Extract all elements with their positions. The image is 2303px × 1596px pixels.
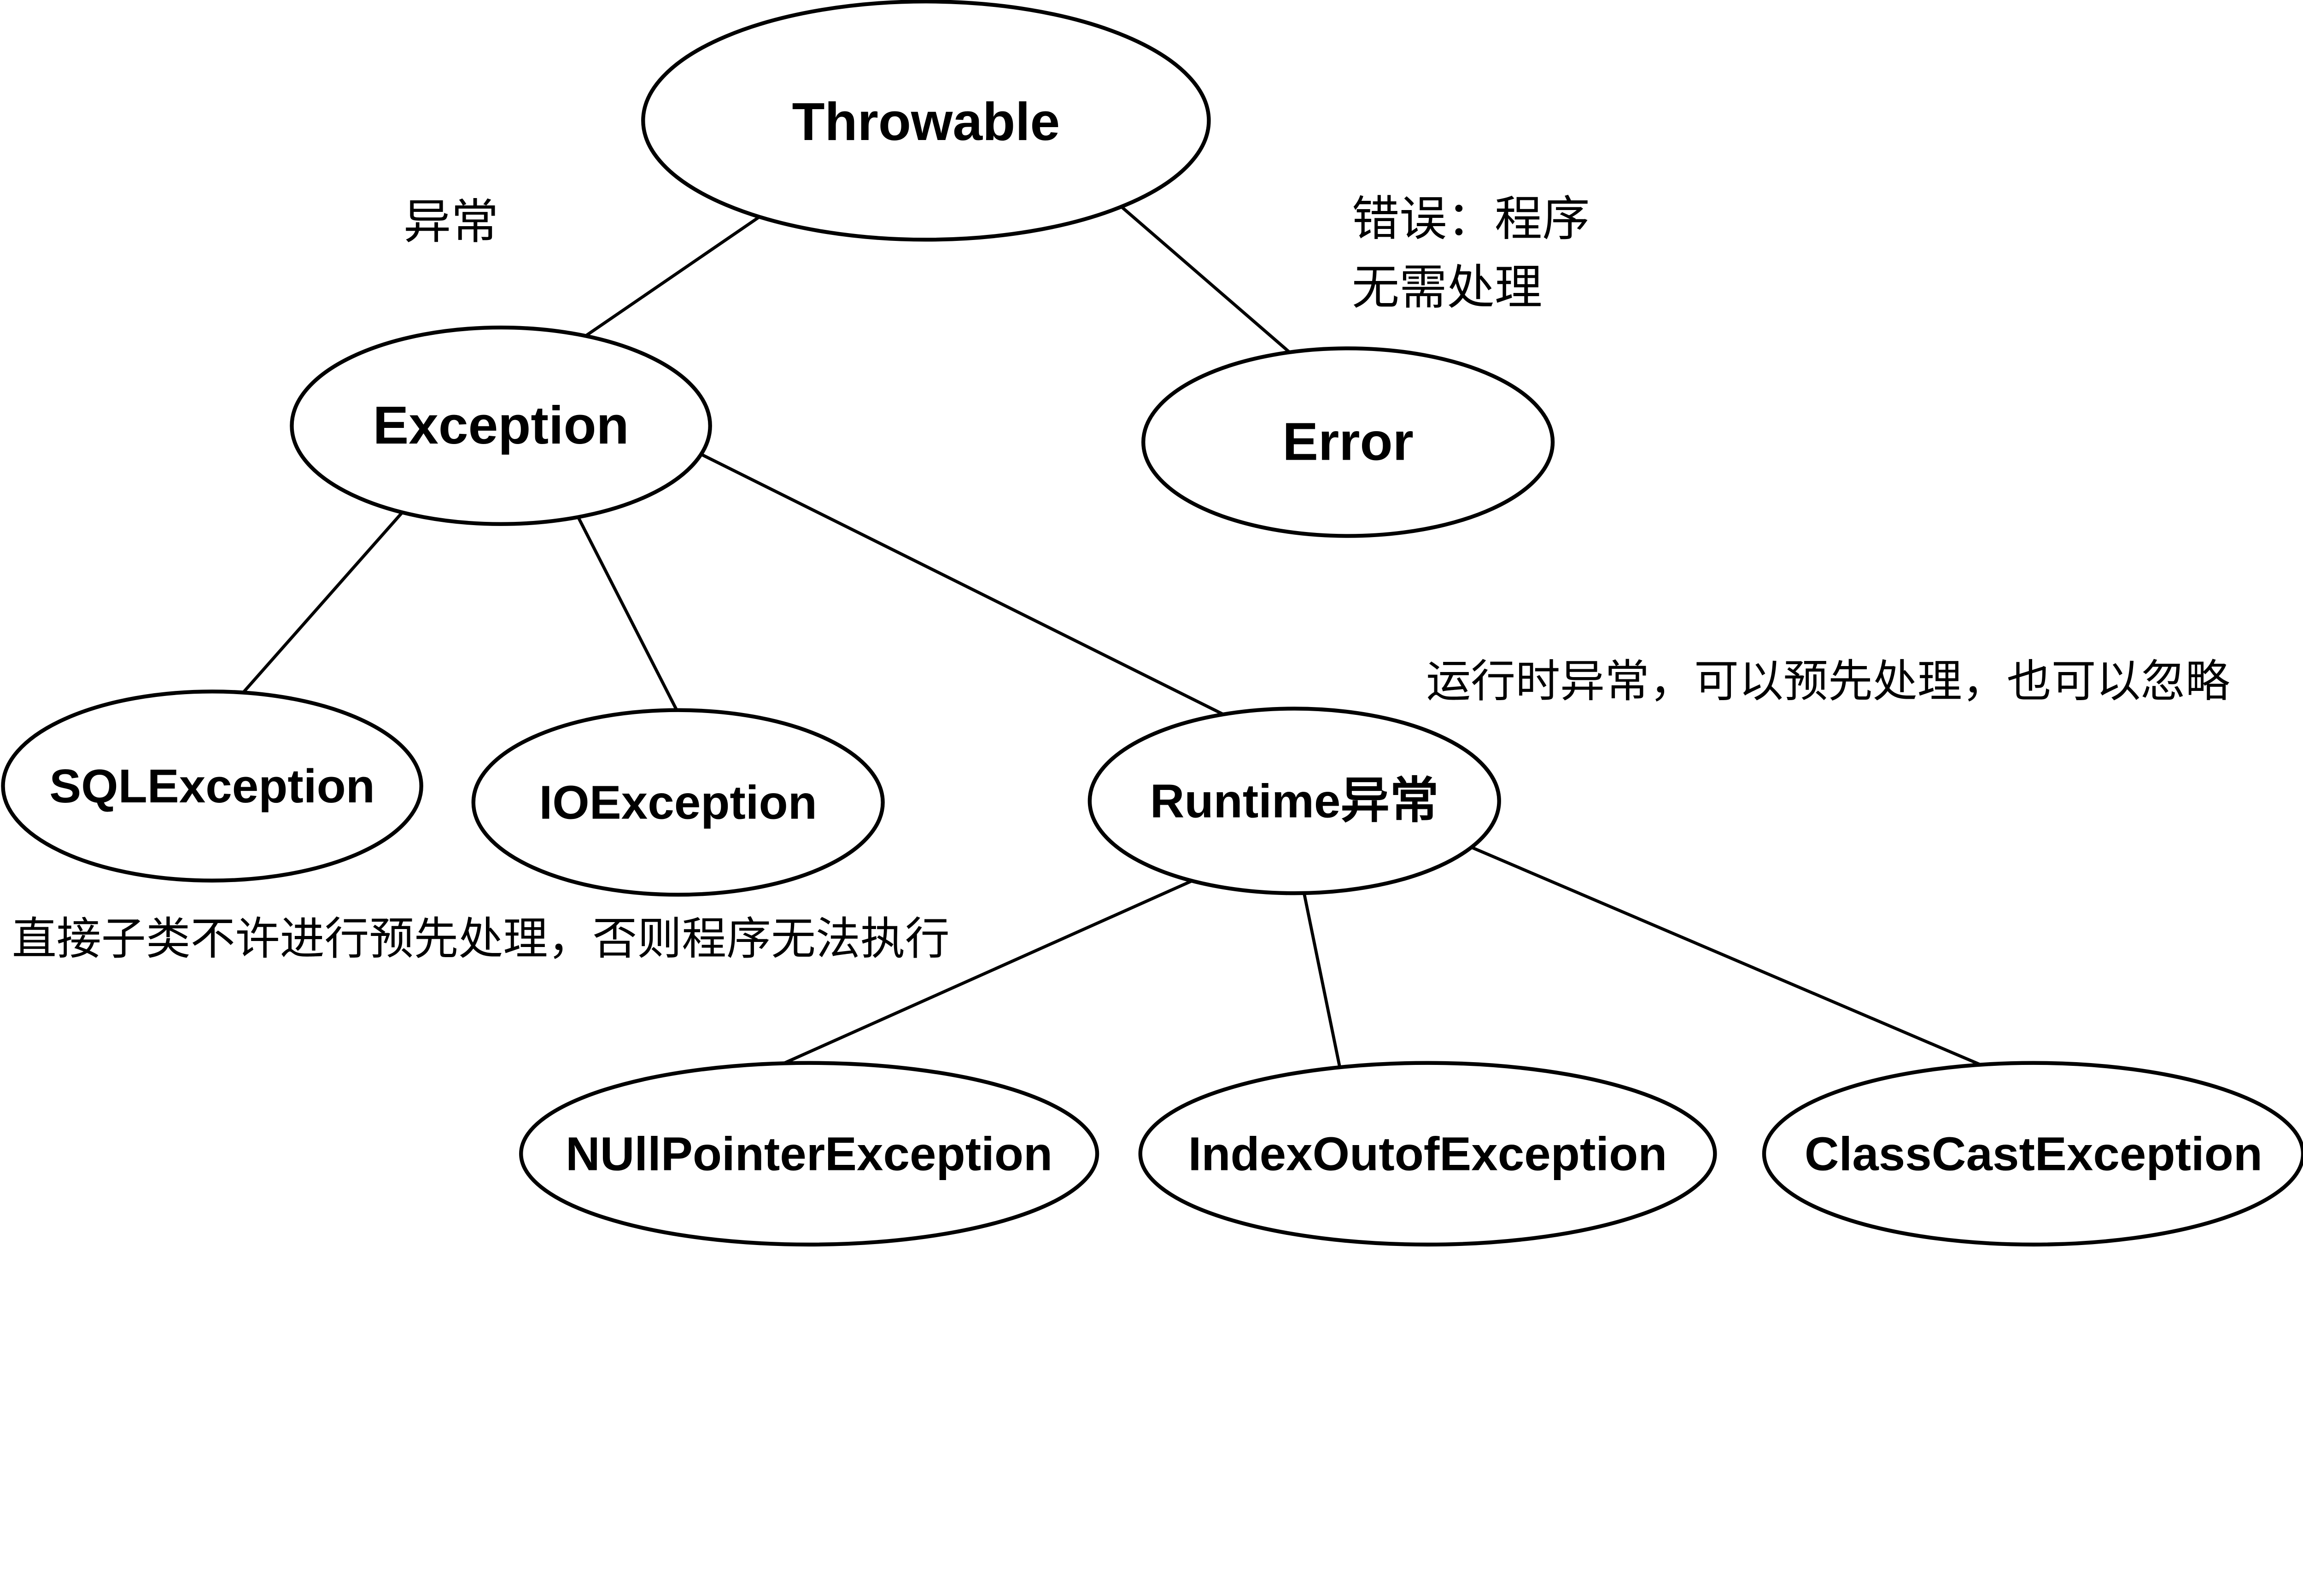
node-indexoutof-label: IndexOutofException — [1188, 1127, 1667, 1180]
node-sqlexception-ellipse — [1, 690, 423, 883]
edge-exception-ioexception — [559, 481, 691, 737]
edge-exception-sqlexception — [218, 491, 422, 720]
edge-throwable-error — [1103, 190, 1319, 378]
node-labels: Throwable Exception Error SQLException I… — [49, 92, 2262, 1181]
annotations: 异常 错误：程序 无需处理 运行时异常，可以预先处理，也可以忽略 直接子类不许进… — [12, 193, 2230, 964]
node-indexoutof-ellipse — [1138, 1061, 1717, 1247]
node-ioexception-label: IOException — [539, 776, 817, 829]
node-error-label: Error — [1282, 412, 1414, 472]
node-nullpointer-ellipse — [519, 1061, 1099, 1247]
node-error-ellipse — [1141, 346, 1555, 538]
node-runtime-ellipse — [1087, 707, 1501, 895]
annotation-error-branch-line1: 错误：程序 — [1352, 193, 1590, 246]
node-throwable-ellipse — [641, 0, 1211, 242]
node-runtime-label: Runtime异常 — [1150, 774, 1439, 828]
node-sqlexception-label: SQLException — [49, 759, 375, 813]
node-throwable-label: Throwable — [792, 92, 1060, 152]
annotation-error-branch-line2: 无需处理 — [1352, 262, 1543, 314]
annotation-runtime-note: 运行时异常，可以预先处理，也可以忽略 — [1426, 656, 2230, 707]
node-classcast-label: ClassCastException — [1805, 1127, 2262, 1180]
exception-hierarchy-diagram: Throwable Exception Error SQLException I… — [1, 0, 2303, 1247]
node-runtime-label-en: Runtime — [1150, 774, 1341, 827]
edges — [218, 190, 2008, 1097]
node-runtime-label-zh: 异常 — [1340, 774, 1438, 828]
edge-runtime-nullpointer — [756, 871, 1212, 1077]
edge-exception-runtime — [678, 441, 1251, 730]
edge-throwable-exception — [554, 200, 783, 358]
annotation-checked-note: 直接子类不许进行预先处理，否则程序无法执行 — [12, 914, 950, 964]
node-exception-ellipse — [290, 325, 712, 526]
node-exception-label: Exception — [373, 395, 629, 455]
edge-runtime-classcast — [1450, 836, 2008, 1078]
annotation-exception-branch: 异常 — [403, 196, 499, 249]
nodes — [1, 0, 2303, 1247]
node-ioexception-ellipse — [471, 708, 885, 897]
node-nullpointer-label: NUllPointerException — [566, 1127, 1052, 1180]
edge-runtime-indexoutof — [1298, 871, 1348, 1097]
